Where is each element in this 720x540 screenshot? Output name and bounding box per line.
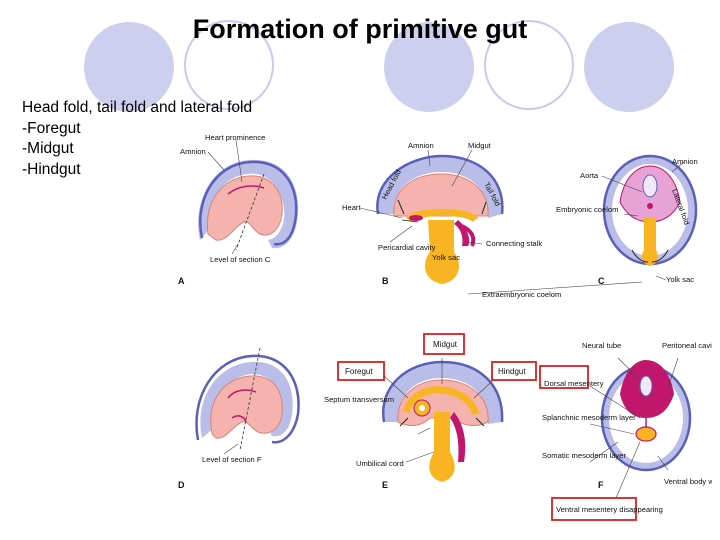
- label-septum-transversum: Septum transversum: [324, 395, 394, 404]
- label-peritoneal-cavity: Peritoneal cavity: [662, 341, 712, 350]
- decor-circle-4: [484, 20, 574, 110]
- label-neural-tube: Neural tube: [582, 341, 621, 350]
- label-midgut-b: Midgut: [468, 141, 492, 150]
- label-extraembryonic-coelom: Extraembryonic coelom: [482, 290, 561, 299]
- panel-label-d: D: [178, 480, 185, 490]
- bullet-list: Head fold, tail fold and lateral fold -F…: [22, 98, 252, 180]
- label-ventral-mesentery: Ventral mesentery disappearing: [556, 505, 663, 514]
- panel-label-f: F: [598, 480, 604, 490]
- label-hindgut: Hindgut: [498, 367, 526, 376]
- panel-a-diagram: [198, 139, 299, 255]
- midgut-highlight-box: [423, 333, 465, 355]
- decor-circle-2: [184, 20, 274, 110]
- label-heart: Heart: [342, 203, 361, 212]
- label-midgut-e: Midgut: [433, 340, 458, 349]
- label-amnion-c: Amnion: [672, 157, 698, 166]
- label-ventral-body-wall: Ventral body wall: [664, 477, 712, 486]
- decor-circle-3: [384, 22, 474, 112]
- panel-d-diagram: [195, 347, 300, 455]
- bullet-foregut: -Foregut: [22, 119, 81, 137]
- label-dorsal-mesentery: Dorsal mesentery: [544, 379, 604, 388]
- panel-c-diagram: [601, 154, 698, 281]
- decor-circle-1: [84, 22, 174, 112]
- label-splanchnic: Splanchnic mesoderm layer: [542, 413, 636, 422]
- hindgut-highlight-box: [491, 361, 537, 381]
- label-level-f: Level of section F: [202, 455, 262, 464]
- bullet-hindgut: -Hindgut: [22, 160, 81, 178]
- foregut-highlight-box: [337, 361, 385, 381]
- embryo-folding-figure: Heart prominence Amnion Level of section…: [172, 122, 712, 522]
- label-connecting-stalk: Connecting stalk: [486, 239, 542, 248]
- decor-circle-5: [584, 22, 674, 112]
- label-yolk-sac-c: Yolk sac: [666, 275, 694, 284]
- label-pericardial-cavity: Pericardial cavity: [378, 243, 436, 252]
- label-somatic: Somatic mesoderm layer: [542, 451, 626, 460]
- panel-b-diagram: [359, 149, 504, 284]
- label-amnion-b: Amnion: [408, 141, 434, 150]
- label-embryonic-coelom: Embryonic coelom: [556, 205, 618, 214]
- dorsal-mesentery-highlight-box: [539, 365, 589, 389]
- panel-label-c: C: [598, 276, 605, 286]
- label-yolk-sac-b: Yolk sac: [432, 253, 460, 262]
- ventral-mesentery-highlight-box: [551, 497, 637, 521]
- label-umbilical-cord: Umbilical cord: [356, 459, 404, 468]
- label-amnion-a: Amnion: [180, 147, 206, 156]
- bullet-folds: Head fold, tail fold and lateral fold: [22, 99, 253, 116]
- panel-f-diagram: [589, 357, 692, 499]
- label-heart-prominence: Heart prominence: [205, 133, 265, 142]
- label-foregut: Foregut: [345, 367, 373, 376]
- panel-label-a: A: [178, 276, 185, 286]
- bullet-midgut: -Midgut: [22, 140, 74, 157]
- label-level-c: Level of section C: [210, 255, 271, 264]
- label-aorta: Aorta: [580, 171, 599, 180]
- panel-e-diagram: [381, 358, 504, 482]
- panel-label-b: B: [382, 276, 389, 286]
- panel-label-e: E: [382, 480, 388, 490]
- slide-title: Formation of primitive gut: [192, 14, 528, 44]
- extraembryonic-coelom-leader: [467, 281, 643, 295]
